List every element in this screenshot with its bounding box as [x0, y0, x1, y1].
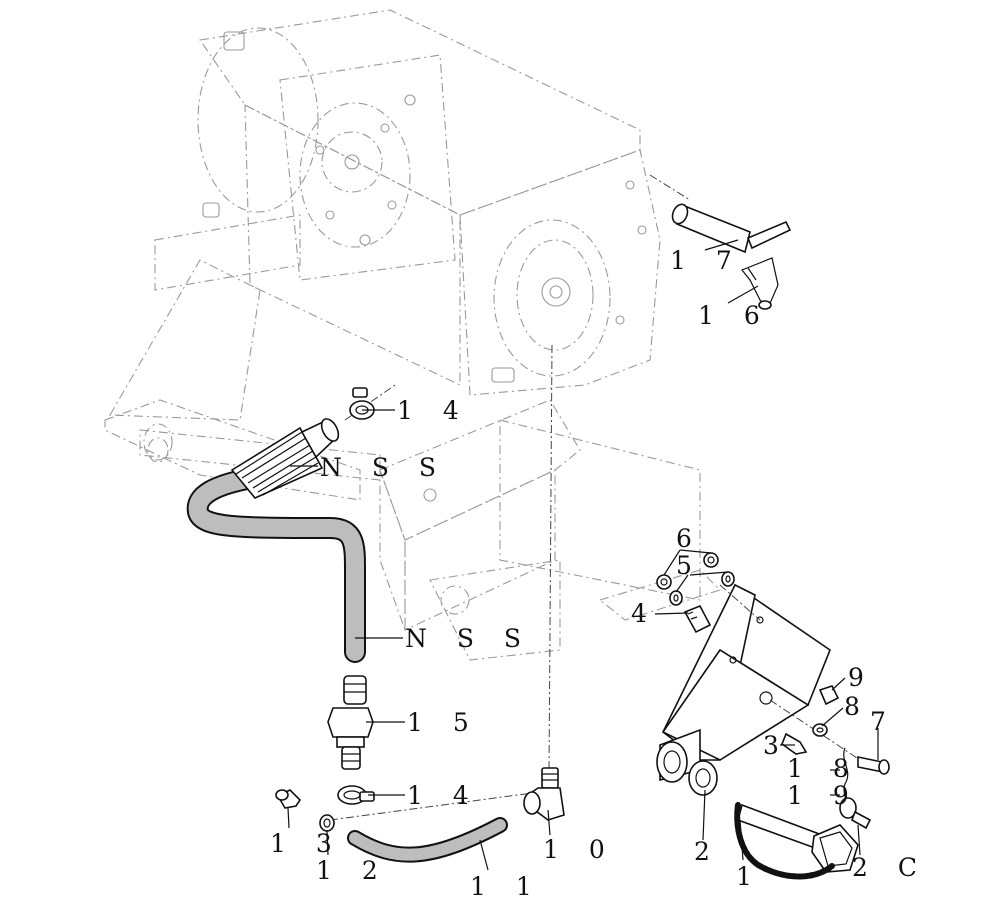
callout-16: 1 6	[698, 301, 771, 330]
centerline-vertical	[548, 344, 553, 771]
callout-19: 1 9	[787, 781, 860, 810]
callout-nss-mid: N S S	[405, 624, 532, 653]
callout-10: 1 0	[543, 835, 616, 864]
hitch-pin-20	[737, 803, 859, 873]
callout-labels: 1 4 N S S N S S 1 5 1 4 1 3 1 2 1 1 1 0 …	[270, 246, 928, 901]
washer-12	[319, 814, 335, 832]
nut-6b	[703, 552, 719, 568]
washer-5b	[721, 571, 735, 587]
callout-3: 3	[763, 731, 790, 760]
grease-fitting-4	[683, 604, 712, 634]
centerline-pin	[649, 174, 691, 201]
callout-7: 7	[870, 707, 897, 736]
callout-20: 2 C	[852, 853, 928, 882]
callout-13: 1 3	[270, 829, 343, 858]
callout-12: 1 2	[316, 856, 389, 885]
retaining-chain-1	[734, 802, 835, 880]
callout-8: 8	[844, 692, 871, 721]
callout-2: 2	[694, 837, 721, 866]
callout-15: 1 5	[407, 708, 480, 737]
nut-6a	[656, 574, 672, 590]
nut-9	[818, 685, 840, 706]
lynch-clip-16	[741, 257, 779, 310]
hose-clamp-top	[349, 387, 375, 420]
callout-6: 6	[676, 524, 703, 553]
centerline-bracket	[719, 584, 761, 621]
elbow-fitting	[523, 767, 565, 821]
callout-1: 1	[736, 862, 763, 891]
centerline-clamp	[344, 384, 396, 421]
hose-fitting	[327, 675, 374, 770]
callout-14-top: 1 4	[397, 396, 470, 425]
drawbar-bracket	[656, 583, 831, 796]
leader-lines	[287, 239, 879, 871]
washer-5a	[669, 590, 683, 606]
callout-14-bottom: 1 4	[407, 781, 480, 810]
callout-4: 4	[631, 599, 658, 628]
callout-5: 5	[676, 551, 703, 580]
upper-hose	[186, 467, 366, 663]
hose-clamp-bottom	[337, 785, 375, 805]
callout-9: 9	[848, 663, 875, 692]
cap-13	[275, 789, 302, 809]
washer-8	[812, 723, 828, 737]
pin-17	[671, 203, 792, 254]
callout-nss-top: N S S	[320, 453, 447, 482]
bolt-7	[857, 756, 890, 775]
chain-18-19	[839, 747, 872, 830]
bolt-3	[781, 732, 808, 755]
callout-11: 1 1	[470, 872, 543, 901]
centerline-lower	[329, 789, 556, 821]
ghost-transmission-housing	[104, 9, 722, 661]
callout-18: 1 8	[787, 754, 860, 783]
callout-17: 1 7	[670, 246, 743, 275]
breather-boot	[230, 418, 340, 499]
